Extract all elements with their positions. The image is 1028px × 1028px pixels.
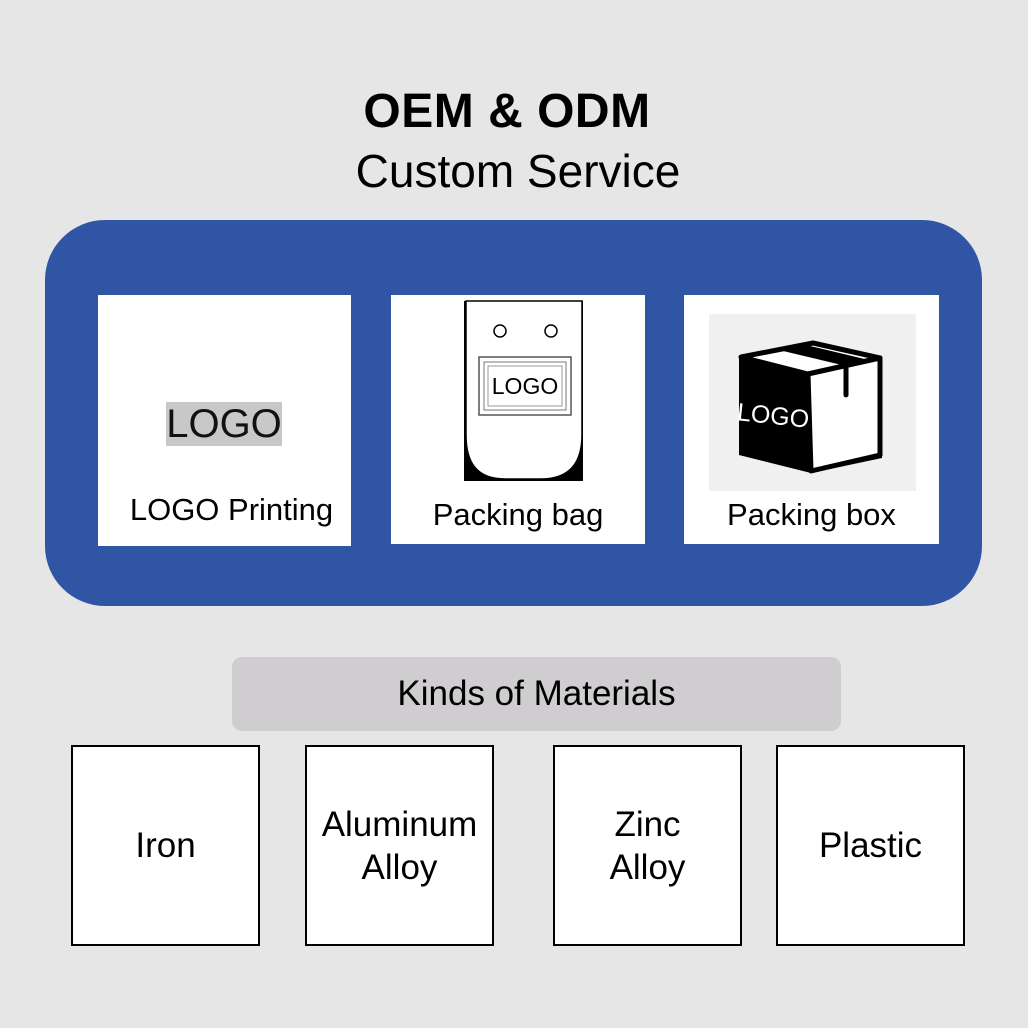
material-card-zinc-alloy: Zinc Alloy — [553, 745, 742, 946]
packing-box-icon: LOGO — [709, 314, 916, 491]
logo-printing-icon: LOGO — [166, 402, 282, 446]
packing-bag-logo-text: LOGO — [492, 373, 558, 399]
page-title: OEM & ODM — [363, 85, 651, 138]
material-label-iron: Iron — [135, 826, 196, 865]
material-card-iron: Iron — [71, 745, 260, 946]
service-card-packing-box: LOGO Packing box — [684, 295, 939, 544]
material-label-plastic: Plastic — [818, 826, 923, 865]
service-label-packing-bag: Packing bag — [432, 497, 604, 532]
material-label-aluminum-alloy: Aluminum Alloy — [321, 804, 478, 887]
service-card-packing-bag: LOGO Packing bag — [391, 295, 645, 544]
service-card-logo-printing: LOGO LOGO Printing — [98, 295, 351, 546]
material-card-aluminum-alloy: Aluminum Alloy — [305, 745, 494, 946]
service-label-packing-box: Packing box — [727, 497, 896, 532]
material-card-plastic: Plastic — [776, 745, 965, 946]
service-label-logo-printing: LOGO Printing — [129, 492, 334, 527]
page-subtitle: Custom Service — [355, 145, 681, 197]
materials-heading: Kinds of Materials — [232, 657, 841, 731]
material-label-zinc-alloy: Zinc Alloy — [609, 804, 686, 887]
packing-bag-icon: LOGO — [464, 300, 583, 481]
